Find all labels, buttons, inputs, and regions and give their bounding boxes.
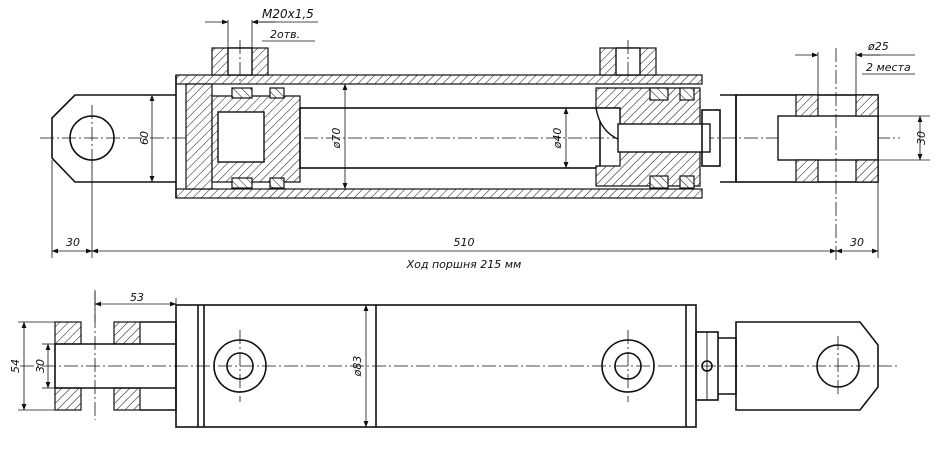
total-length-label: 510	[454, 236, 475, 249]
stroke-note: Ход поршня 215 мм	[406, 258, 522, 271]
pin-diameter-label: ø25	[867, 40, 889, 53]
thread-size-label: M20x1,5	[262, 7, 314, 21]
lock-nut	[701, 109, 721, 167]
outside-view	[20, 292, 900, 428]
piston-nut	[217, 111, 265, 163]
bore-diameter-label: ø70	[330, 128, 343, 150]
left-30-label: 30	[66, 236, 80, 249]
clevis-gap-bottom-label: 30	[34, 359, 47, 373]
clevis-height-label: 54	[9, 359, 22, 373]
pin-count-label: 2 места	[866, 61, 911, 74]
outer-diameter-label: ø83	[351, 356, 364, 378]
clevis-depth-label: 53	[130, 291, 144, 304]
clevis-gap-top-label: 30	[915, 131, 928, 145]
rear-end-cap	[185, 83, 213, 190]
barrel-wall-top	[175, 74, 703, 85]
thread-count-label: 2отв.	[270, 28, 300, 41]
rod-extension	[617, 123, 711, 153]
barrel-wall-bottom	[175, 188, 703, 199]
outside-dimensions: 53 54 30 ø83	[9, 290, 369, 428]
piston-rod	[299, 107, 601, 169]
rod-diameter-label: ø40	[551, 128, 564, 150]
section-dimensions: M20x1,5 2отв. ø25 2 места 60 ø70 ø40 30	[51, 7, 930, 271]
section-view	[40, 40, 900, 260]
eye-height-label: 60	[138, 131, 151, 145]
right-eye-lug	[735, 321, 879, 411]
clevis-slot	[777, 115, 879, 161]
right-30-label: 30	[850, 236, 864, 249]
